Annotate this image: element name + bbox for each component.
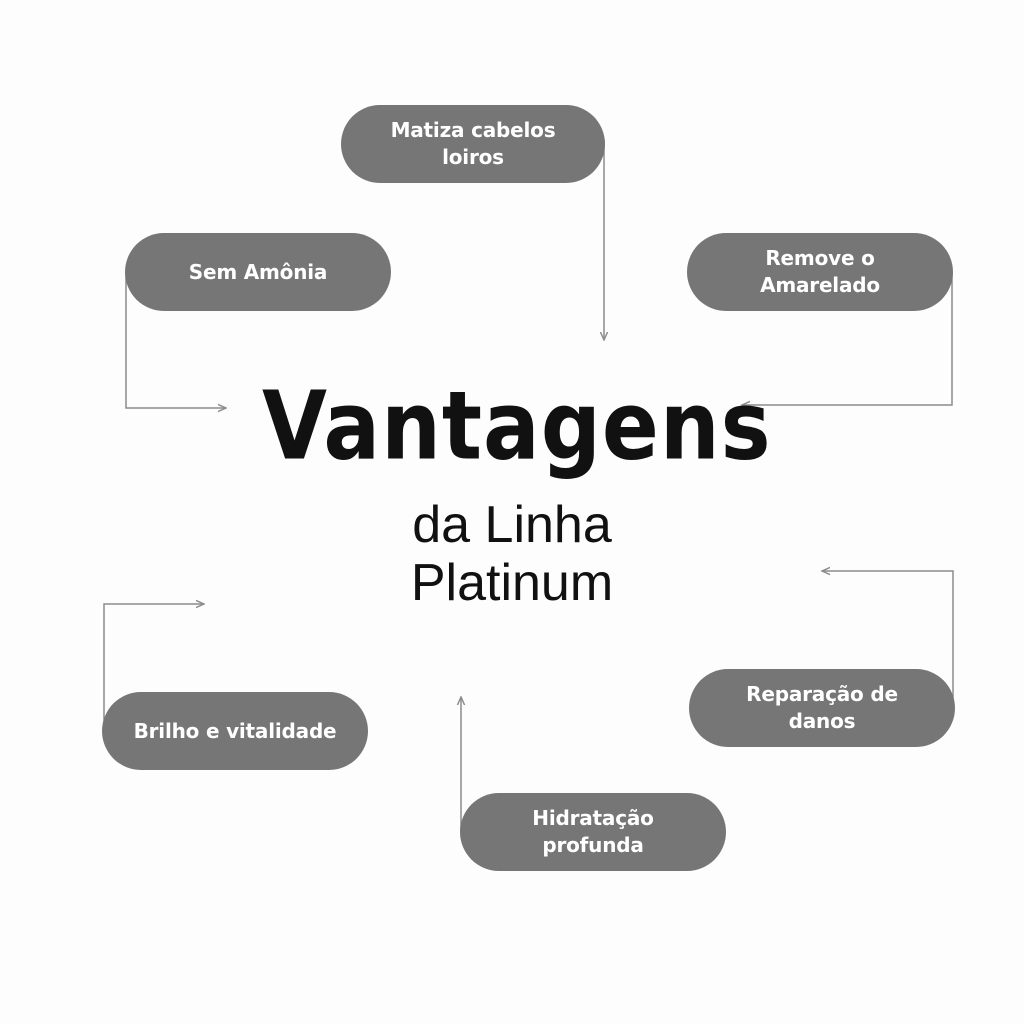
- diagram-subtitle: da Linha Platinum: [312, 496, 712, 612]
- connector-sem-amonia: [125, 272, 226, 408]
- subtitle-line-2: Platinum: [410, 554, 614, 612]
- subtitle-line-1: da Linha: [412, 496, 612, 554]
- benefit-label: Matiza cabelos loiros: [390, 118, 556, 169]
- diagram-title: Vantagens: [262, 371, 772, 481]
- benefit-pill-matiza: Matiza cabelos loiros: [341, 105, 605, 183]
- connector-remove-amarelado: [742, 272, 953, 405]
- benefit-pill-sem-amonia: Sem Amônia: [125, 233, 391, 311]
- benefit-pill-brilho: Brilho e vitalidade: [102, 692, 368, 770]
- benefit-pill-remove-amarelado: Remove o Amarelado: [687, 233, 953, 311]
- benefit-label: Reparação de danos: [746, 682, 898, 733]
- connector-reparacao: [822, 571, 954, 708]
- benefit-pill-hidratacao: Hidratação profunda: [460, 793, 726, 871]
- benefit-pill-reparacao: Reparação de danos: [689, 669, 955, 747]
- benefit-label: Sem Amônia: [188, 259, 328, 284]
- benefit-label: Hidratação profunda: [532, 806, 654, 857]
- connector-brilho: [103, 604, 204, 735]
- benefit-label: Brilho e vitalidade: [133, 718, 337, 743]
- benefit-label: Remove o Amarelado: [760, 246, 880, 297]
